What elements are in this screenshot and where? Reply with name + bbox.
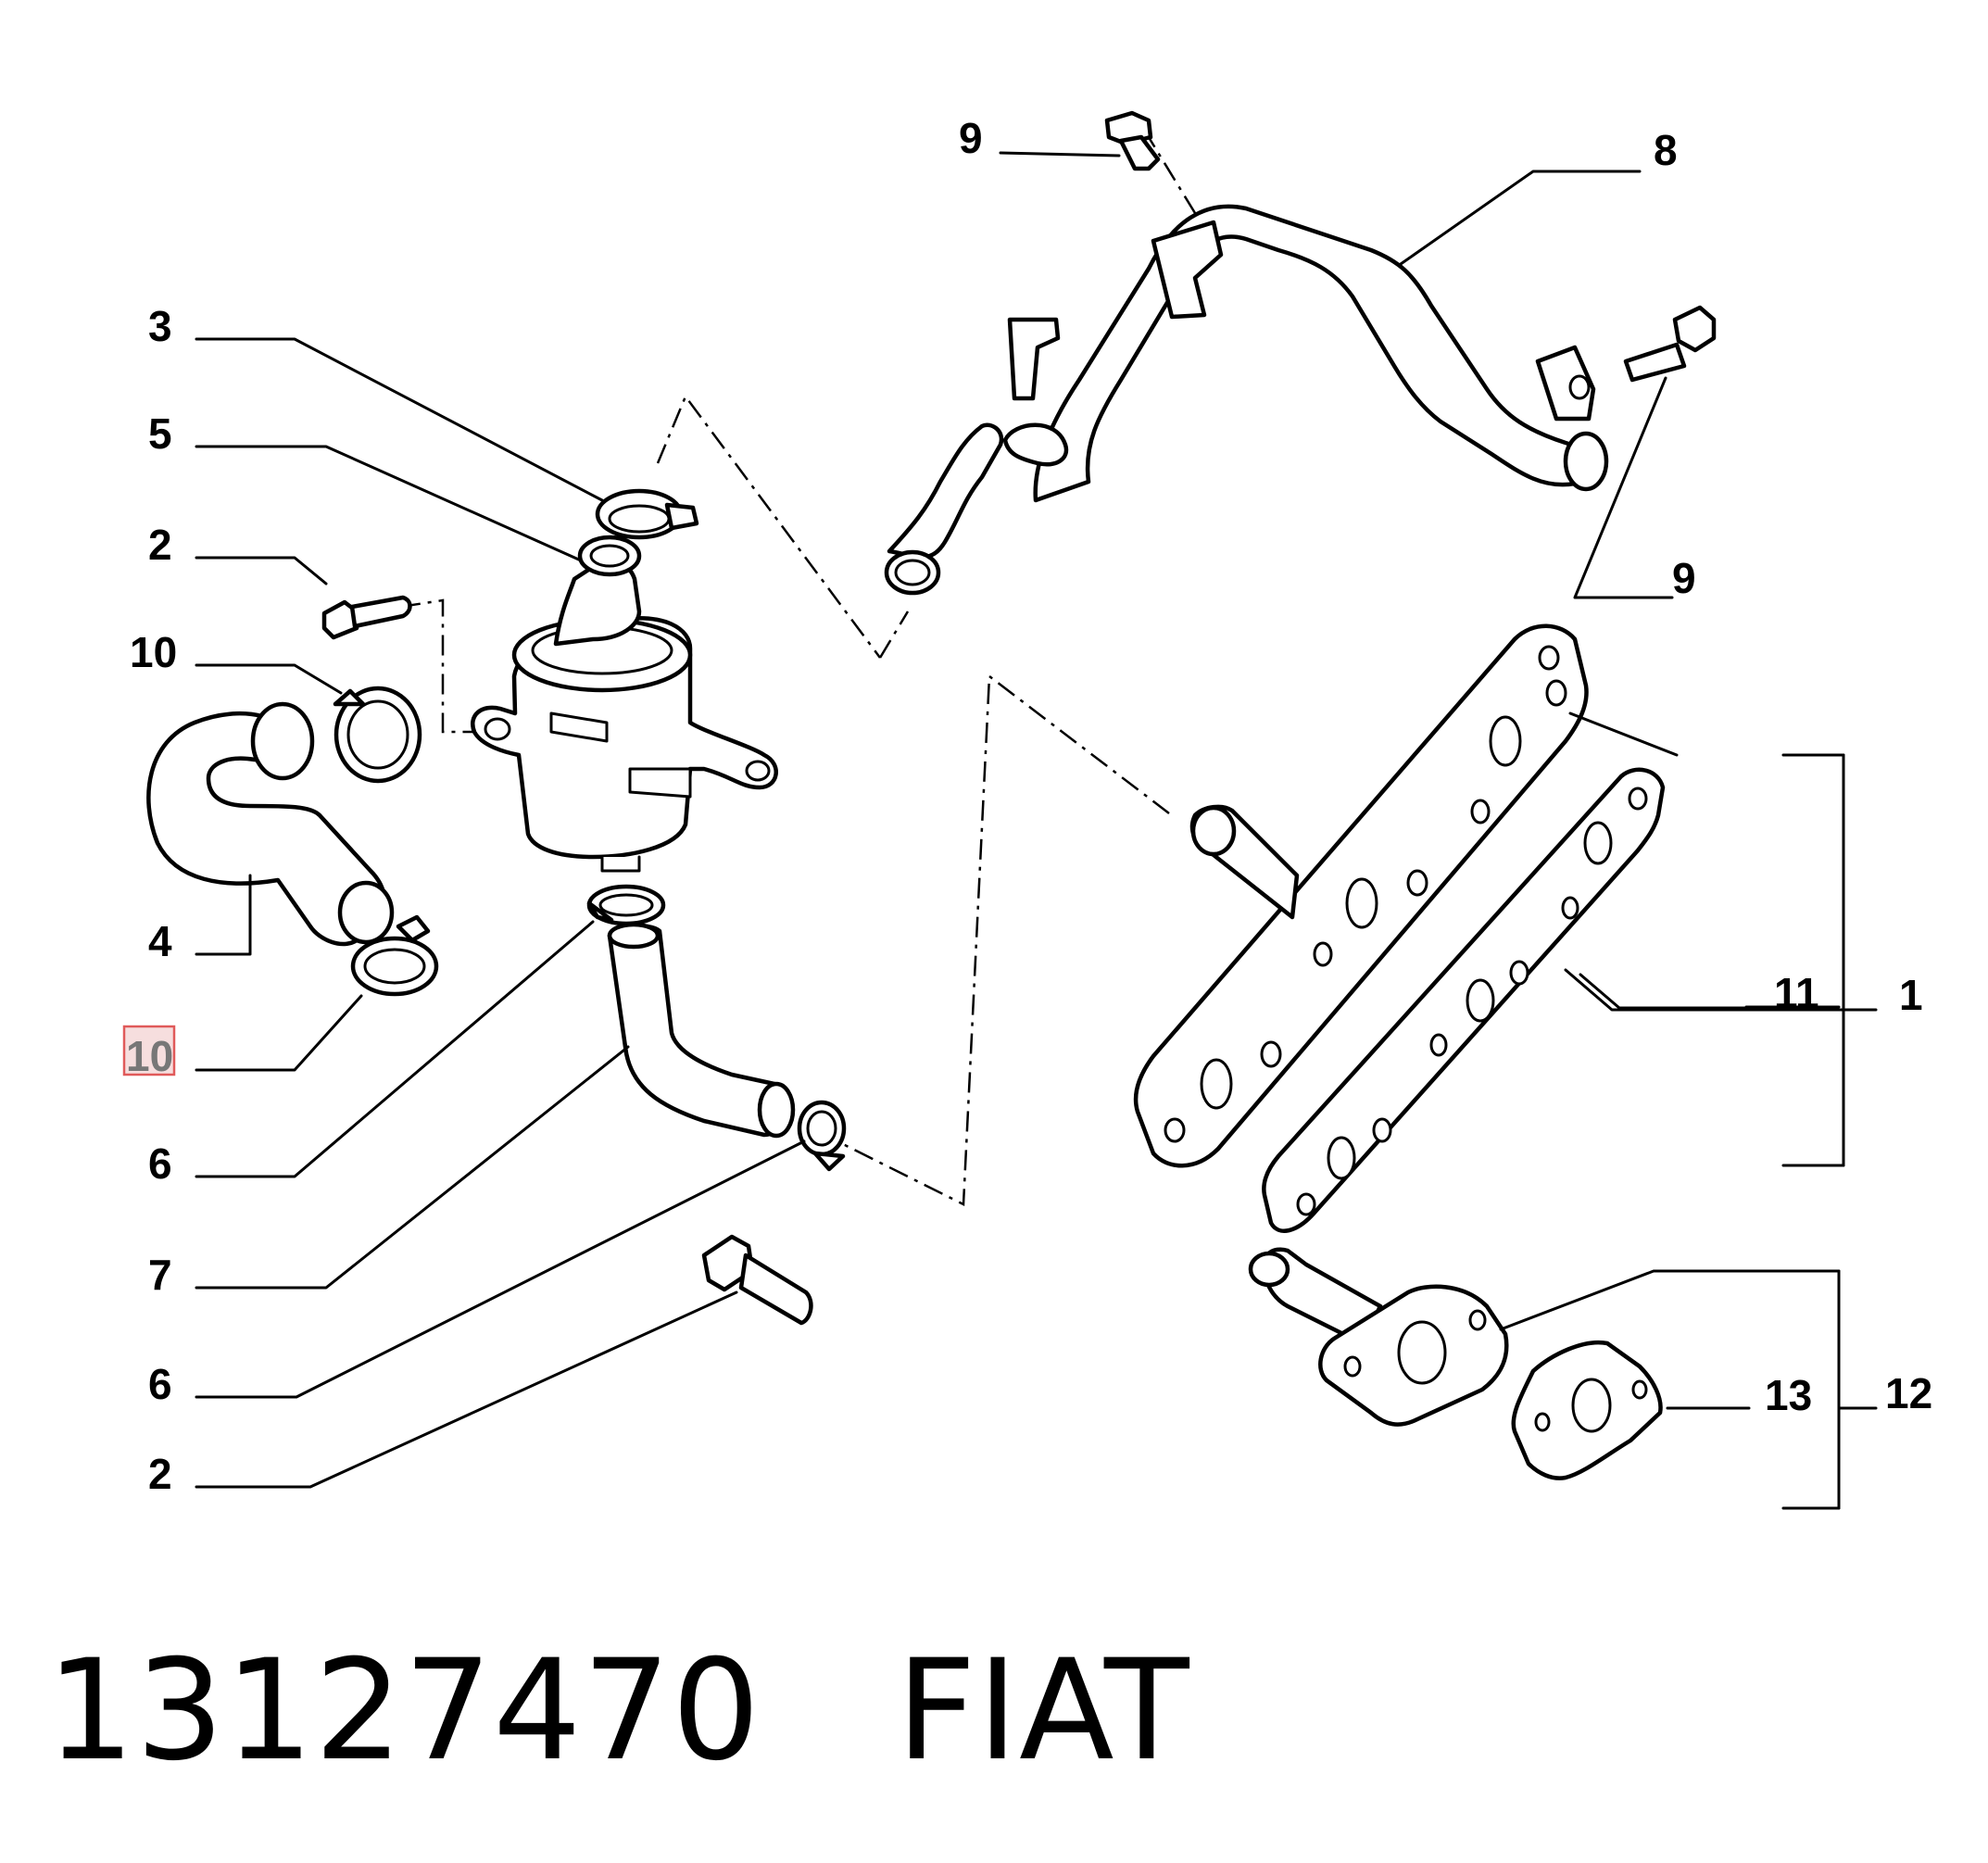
callout-10-upper: 10 [130,628,177,676]
part-4-hose [146,701,395,947]
callout-9-right: 9 [1672,554,1696,602]
callout-6-lower: 6 [148,1360,172,1408]
callout-9-top: 9 [959,114,983,162]
part-10-clamp-upper [333,686,422,784]
part-11-gasket [1262,767,1666,1233]
callout-labels: 9 8 3 5 2 10 9 4 10 6 7 6 2 11 1 13 12 [122,114,1932,1498]
part-11-plate [1133,623,1589,1168]
brand-name: FIAT [896,1630,1190,1792]
callout-2-lower: 2 [148,1450,172,1498]
part-3-clamp [595,488,699,540]
part-2-bolt-upper [321,595,412,640]
callout-1: 1 [1899,971,1923,1019]
callout-10-lower[interactable]: 10 [126,1032,173,1080]
highlight-box [122,1025,176,1076]
leader-lines [195,151,1878,1510]
callout-6-upper: 6 [148,1139,172,1188]
part-12-blanking-plate [1248,1247,1509,1427]
part-6-clamp-lower [797,1100,847,1172]
part-5-separator-canister [471,535,778,873]
part-9-bolt-right [1623,305,1717,383]
part-7-hose [607,922,796,1139]
callout-7: 7 [148,1251,172,1299]
callout-4: 4 [148,917,172,965]
callout-5: 5 [148,409,172,458]
part-number: 13127470 [46,1630,761,1792]
callout-12: 12 [1885,1369,1932,1417]
part-9-bolt-top [1104,110,1161,171]
callout-3: 3 [148,302,172,350]
assembly-dash-lines [399,129,1197,1206]
part-13-gasket [1511,1340,1663,1480]
part-10-clamp-lower [350,914,439,997]
callout-2-upper: 2 [148,521,172,569]
part-8-coolant-pipe [884,204,1609,596]
part-2-bolt-lower [701,1234,813,1326]
callout-8: 8 [1654,126,1678,174]
callout-13: 13 [1765,1371,1812,1419]
footer-caption: 13127470 FIAT [46,1630,1190,1792]
part-6-clamp-upper [586,884,666,926]
callout-11: 11 [1774,969,1819,1017]
